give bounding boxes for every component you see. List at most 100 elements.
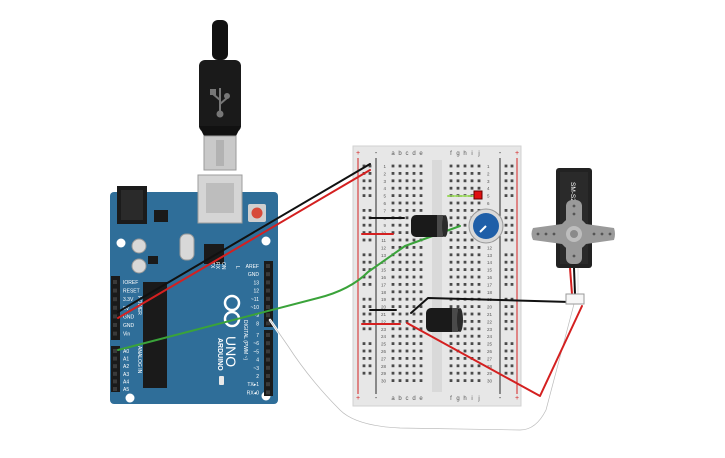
breadboard-hole[interactable] bbox=[398, 327, 402, 331]
rail-hole[interactable] bbox=[504, 231, 508, 234]
breadboard-hole[interactable] bbox=[391, 275, 395, 279]
rail-hole[interactable] bbox=[368, 327, 372, 331]
rail-hole[interactable] bbox=[368, 349, 372, 353]
rail-hole[interactable] bbox=[504, 253, 508, 257]
breadboard-hole[interactable] bbox=[398, 364, 402, 368]
breadboard-hole[interactable] bbox=[470, 179, 474, 183]
breadboard-hole[interactable] bbox=[419, 186, 423, 190]
breadboard-hole[interactable] bbox=[419, 334, 423, 338]
breadboard-hole[interactable] bbox=[398, 209, 402, 212]
rail-hole[interactable] bbox=[504, 172, 508, 175]
breadboard-hole[interactable] bbox=[456, 379, 460, 382]
breadboard-hole[interactable] bbox=[449, 253, 453, 257]
rail-hole[interactable] bbox=[368, 312, 372, 316]
rail-hole[interactable] bbox=[368, 297, 372, 301]
breadboard-hole[interactable] bbox=[470, 201, 474, 205]
rail-hole[interactable] bbox=[504, 312, 508, 316]
pin-digital_pins_top-5[interactable] bbox=[266, 305, 270, 309]
rail-hole[interactable] bbox=[368, 275, 372, 279]
capacitor-1[interactable] bbox=[411, 215, 448, 237]
breadboard-hole[interactable] bbox=[470, 268, 474, 271]
breadboard-hole[interactable] bbox=[477, 268, 481, 271]
rail-hole[interactable] bbox=[362, 312, 366, 316]
pin-digital_pins_top-4[interactable] bbox=[266, 296, 270, 301]
breadboard-hole[interactable] bbox=[412, 283, 416, 286]
breadboard-hole[interactable] bbox=[412, 364, 416, 368]
rail-hole[interactable] bbox=[362, 364, 366, 368]
breadboard-hole[interactable] bbox=[398, 194, 402, 197]
breadboard-hole[interactable] bbox=[398, 260, 402, 264]
breadboard-hole[interactable] bbox=[470, 275, 474, 279]
breadboard-hole[interactable] bbox=[449, 231, 453, 234]
rail-hole[interactable] bbox=[510, 275, 514, 279]
wire-black-servo[interactable] bbox=[410, 297, 571, 314]
breadboard-hole[interactable] bbox=[463, 209, 467, 212]
breadboard-hole[interactable] bbox=[449, 275, 453, 279]
rail-hole[interactable] bbox=[504, 342, 508, 345]
breadboard-hole[interactable] bbox=[391, 164, 395, 168]
rail-hole[interactable] bbox=[362, 320, 366, 323]
breadboard-hole[interactable] bbox=[456, 342, 460, 345]
breadboard-hole[interactable] bbox=[405, 312, 409, 316]
pin-power_pins-1[interactable] bbox=[113, 288, 117, 293]
breadboard-hole[interactable] bbox=[456, 231, 460, 234]
breadboard-hole[interactable] bbox=[391, 268, 395, 271]
rail-hole[interactable] bbox=[510, 231, 514, 234]
breadboard-hole[interactable] bbox=[456, 260, 460, 264]
rail-hole[interactable] bbox=[510, 342, 514, 345]
rail-hole[interactable] bbox=[368, 238, 372, 242]
breadboard-hole[interactable] bbox=[477, 379, 481, 382]
breadboard-hole[interactable] bbox=[398, 268, 402, 271]
breadboard-hole[interactable] bbox=[470, 334, 474, 338]
breadboard-hole[interactable] bbox=[477, 164, 481, 168]
breadboard-hole[interactable] bbox=[463, 216, 467, 220]
rail-hole[interactable] bbox=[362, 260, 366, 264]
rail-hole[interactable] bbox=[362, 327, 366, 331]
breadboard-hole[interactable] bbox=[456, 201, 460, 205]
breadboard-hole[interactable] bbox=[470, 238, 474, 242]
breadboard-hole[interactable] bbox=[449, 179, 453, 183]
breadboard-hole[interactable] bbox=[470, 172, 474, 175]
breadboard-hole[interactable] bbox=[477, 342, 481, 345]
rail-hole[interactable] bbox=[368, 179, 372, 183]
breadboard-hole[interactable] bbox=[456, 179, 460, 183]
pin-analog_pins-1[interactable] bbox=[113, 356, 117, 361]
breadboard-hole[interactable] bbox=[419, 305, 423, 308]
rail-hole[interactable] bbox=[362, 209, 366, 212]
breadboard-hole[interactable] bbox=[463, 253, 467, 257]
breadboard-hole[interactable] bbox=[391, 364, 395, 368]
breadboard-hole[interactable] bbox=[477, 179, 481, 183]
breadboard-hole[interactable] bbox=[405, 290, 409, 294]
breadboard-hole[interactable] bbox=[477, 312, 481, 316]
breadboard-hole[interactable] bbox=[477, 305, 481, 308]
breadboard-hole[interactable] bbox=[412, 305, 416, 308]
breadboard-hole[interactable] bbox=[405, 216, 409, 220]
breadboard-hole[interactable] bbox=[449, 246, 453, 249]
rail-hole[interactable] bbox=[510, 320, 514, 323]
breadboard-hole[interactable] bbox=[398, 172, 402, 175]
rail-hole[interactable] bbox=[510, 179, 514, 183]
pin-digital_pins_bottom-5[interactable] bbox=[266, 374, 270, 378]
breadboard-hole[interactable] bbox=[391, 349, 395, 353]
breadboard-hole[interactable] bbox=[463, 334, 467, 338]
breadboard-hole[interactable] bbox=[398, 253, 402, 257]
breadboard-hole[interactable] bbox=[477, 357, 481, 360]
rail-hole[interactable] bbox=[504, 260, 508, 264]
breadboard-hole[interactable] bbox=[391, 297, 395, 301]
rail-hole[interactable] bbox=[510, 268, 514, 271]
breadboard-hole[interactable] bbox=[391, 209, 395, 212]
breadboard-hole[interactable] bbox=[456, 357, 460, 360]
breadboard-hole[interactable] bbox=[463, 379, 467, 382]
breadboard-hole[interactable] bbox=[419, 342, 423, 345]
breadboard-hole[interactable] bbox=[449, 172, 453, 175]
breadboard-hole[interactable] bbox=[405, 379, 409, 382]
rail-hole[interactable] bbox=[368, 260, 372, 264]
rail-hole[interactable] bbox=[504, 186, 508, 190]
breadboard-hole[interactable] bbox=[463, 201, 467, 205]
breadboard-hole[interactable] bbox=[412, 371, 416, 375]
breadboard-hole[interactable] bbox=[419, 364, 423, 368]
breadboard-hole[interactable] bbox=[398, 179, 402, 183]
breadboard-hole[interactable] bbox=[449, 186, 453, 190]
breadboard-hole[interactable] bbox=[405, 201, 409, 205]
rail-hole[interactable] bbox=[362, 297, 366, 301]
